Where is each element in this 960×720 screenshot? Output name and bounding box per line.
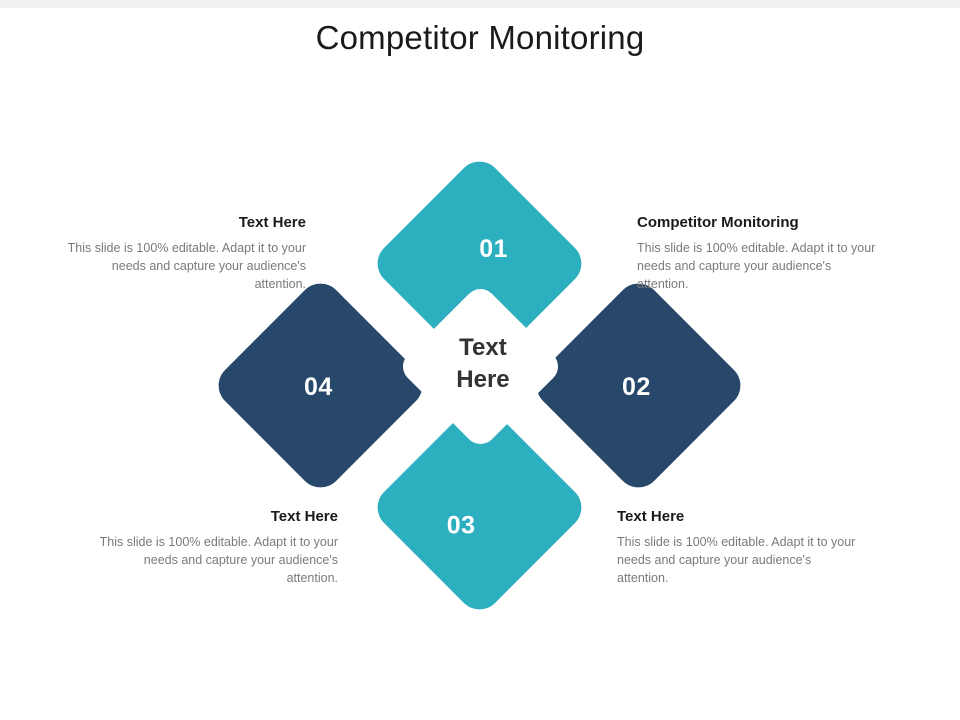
center-label-line1: Text [459,334,507,362]
text-block-top-left-body: This slide is 100% editable. Adapt it to… [67,241,306,291]
text-block-bottom-left-heading: Text Here [270,508,338,525]
text-block-bottom-right: Text Here This slide is 100% editable. A… [617,507,863,587]
text-block-bottom-right-heading: Text Here [617,508,685,525]
segment-number-03: 03 [446,511,476,540]
page-title: Competitor Monitoring [315,19,645,56]
text-block-top-left: Text Here This slide is 100% editable. A… [60,213,306,293]
text-block-bottom-left-body: This slide is 100% editable. Adapt it to… [99,535,338,585]
diagram-segment-02[interactable]: 02 [527,274,750,497]
top-edge-strip [0,0,960,8]
center-label-line2: Here [456,366,510,394]
text-block-top-right-body: This slide is 100% editable. Adapt it to… [637,241,876,291]
text-block-top-right-heading: Competitor Monitoring [637,214,799,231]
center-label: Text Here [407,332,558,396]
text-block-bottom-left: Text Here This slide is 100% editable. A… [92,507,338,587]
segment-number-04: 04 [303,373,333,402]
segment-number-01: 01 [479,234,509,263]
segment-number-02: 02 [621,373,651,402]
text-block-bottom-right-body: This slide is 100% editable. Adapt it to… [617,535,856,585]
text-block-top-left-heading: Text Here [238,214,306,231]
diagram-segment-04[interactable]: 04 [209,274,432,497]
text-block-top-right: Competitor Monitoring This slide is 100%… [637,213,883,293]
